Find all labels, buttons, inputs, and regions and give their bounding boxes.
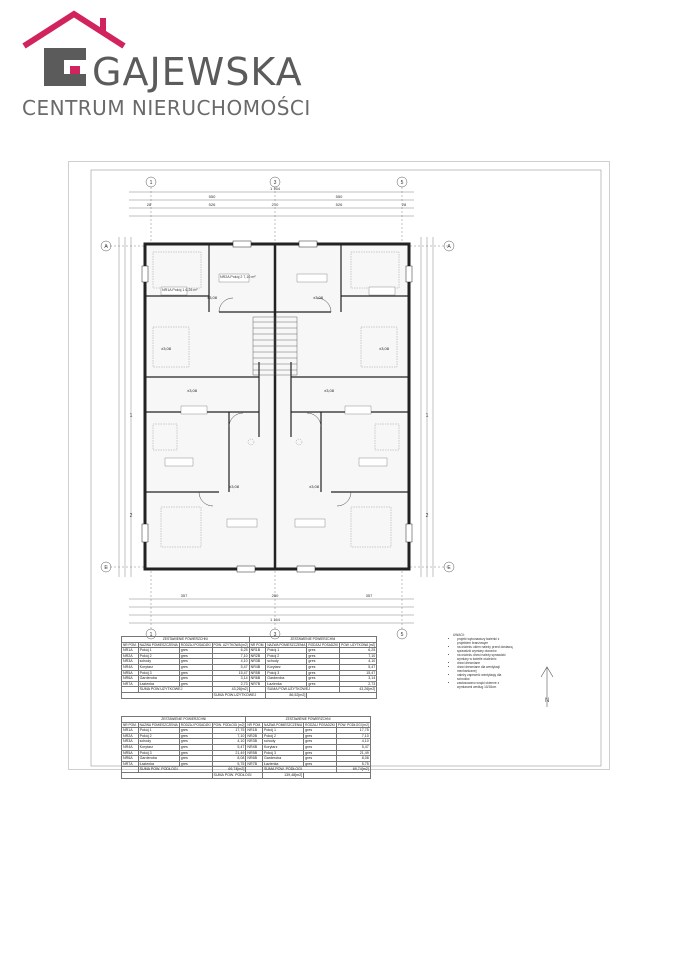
company-logo	[20, 8, 320, 128]
svg-text:5: 5	[401, 632, 404, 638]
windows	[141, 240, 413, 573]
brand-tagline: CENTRUM NIERUCHOMOŚCI	[22, 96, 311, 120]
col-header: NR POM.	[245, 721, 264, 729]
svg-text:±3,08: ±3,08	[313, 295, 324, 300]
svg-text:1 164: 1 164	[270, 186, 281, 191]
svg-text:357: 357	[366, 593, 373, 598]
svg-text:3: 3	[274, 180, 277, 186]
svg-text:±3,08: ±3,08	[309, 484, 320, 489]
note-item: projekt wykonawczy łazienki z projektem …	[457, 637, 513, 645]
floor-plan-drawing: 1 3 5 1 3 5 A A E E 12 12	[90, 169, 602, 767]
stairs	[252, 316, 298, 376]
svg-text:550: 550	[336, 194, 343, 199]
sum-total-value: 139,48[m2]	[262, 771, 305, 779]
col-header: NAZWA POMIESZCZENIA	[137, 721, 180, 729]
svg-text:526: 526	[209, 202, 216, 207]
notes-title: UWAGI:	[453, 633, 465, 637]
floor-area-table: ZESTAWIENIE POWIERZCHNI ZESTAWIENIE POWI…	[120, 716, 371, 779]
svg-text:±3,08: ±3,08	[379, 346, 390, 351]
note-item: zastosowano wnęki okienne z wymiarami we…	[457, 681, 513, 689]
svg-text:E: E	[447, 565, 451, 571]
svg-text:3: 3	[274, 632, 277, 638]
col-header: NAZWA POMIESZCZENIA	[265, 641, 308, 649]
doors	[198, 297, 352, 507]
axis-label: 1	[150, 180, 153, 186]
svg-text:±3,08: ±3,08	[187, 388, 198, 393]
svg-text:±3,08: ±3,08	[161, 346, 172, 351]
floor-plan-sheet: 1 3 5 1 3 5 A A E E 12 12	[68, 161, 610, 779]
note-item: drzwi drewniane dla wentylacji mechanicz…	[457, 665, 513, 673]
svg-text:526: 526	[336, 202, 343, 207]
svg-text:550: 550	[209, 194, 216, 199]
col-header: POW. UŻYTKOWA [m2]	[211, 641, 250, 649]
svg-text:±3,08: ±3,08	[207, 295, 218, 300]
col-header: POW. PODŁOGI [m2]	[335, 721, 371, 729]
svg-text:A: A	[104, 244, 108, 250]
col-header: POW. PODŁOGI [m2]	[211, 721, 247, 729]
col-header: NR POM.	[248, 641, 267, 649]
svg-text:28: 28	[402, 202, 407, 207]
col-header: RODZAJ POSADZKI	[303, 721, 337, 729]
svg-text:250: 250	[272, 593, 279, 598]
svg-text:±3,08: ±3,08	[229, 484, 240, 489]
svg-text:E: E	[104, 565, 108, 571]
svg-text:5: 5	[401, 180, 404, 186]
svg-text:357: 357	[181, 593, 188, 598]
col-header: NR POM.	[121, 641, 139, 649]
svg-text:A: A	[447, 244, 451, 250]
col-header: POW. UŻYTKOWA [m2]	[339, 641, 378, 649]
notes-list: projekt wykonawczy łazienki z projektem …	[453, 637, 513, 689]
house-logo-icon	[22, 10, 126, 86]
svg-text:±3,08: ±3,08	[324, 388, 335, 393]
note-item: na ościeżu okien należy przed dostawą sp…	[457, 645, 513, 653]
room-label: NR2A Pokój 2 7,10 m²	[220, 275, 256, 279]
north-arrow-icon: N	[540, 666, 554, 707]
note-item: na ościeżu drzwi należy sprawdzić wymiar…	[457, 653, 513, 661]
svg-text:28: 28	[147, 202, 152, 207]
svg-text:1: 1	[150, 632, 153, 638]
col-header: RODZAJ POSADZKI	[178, 721, 213, 729]
note-item: drzwi drewniane	[457, 661, 513, 665]
sum-total-value: 86,52[m2]	[265, 691, 308, 699]
usable-area-table: ZESTAWIENIE POWIERZCHNI ZESTAWIENIE POWI…	[121, 636, 378, 699]
note-item: należy zapewnić wentylację dla schodów	[457, 673, 513, 681]
svg-text:210: 210	[272, 202, 279, 207]
col-header: NAZWA POMIESZCZENIA	[262, 721, 305, 729]
col-header: NR POM.	[121, 721, 139, 729]
room-labels	[160, 273, 396, 528]
svg-text:N: N	[545, 698, 549, 704]
level-marks: ±3,08 ±3,08 ±3,08 ±3,08 ±3,08 ±3,08 ±3,0…	[161, 295, 390, 489]
col-header: RODZAJ POSADZKI	[178, 641, 213, 649]
dimension-texts: 1 164 550 550 28 526 210 526 28 357 250 357 1 1…	[147, 186, 407, 622]
sum-total-label: SUMA POW. PODŁOGI	[211, 771, 264, 779]
brand-name: GAJEWSKA	[92, 50, 303, 94]
col-header: NAZWA POMIESZCZENIA	[137, 641, 180, 649]
col-header: RODZAJ POSADZKI	[306, 641, 341, 649]
svg-text:1 164: 1 164	[270, 617, 281, 622]
room-label: NR1A Pokój 1 6,25 m²	[162, 288, 198, 292]
notes-legend: UWAGI: projekt wykonawczy łazienki z pro…	[453, 633, 513, 689]
sum-total-label: SUMA POW.UŻYTKOWEJ	[211, 691, 267, 699]
